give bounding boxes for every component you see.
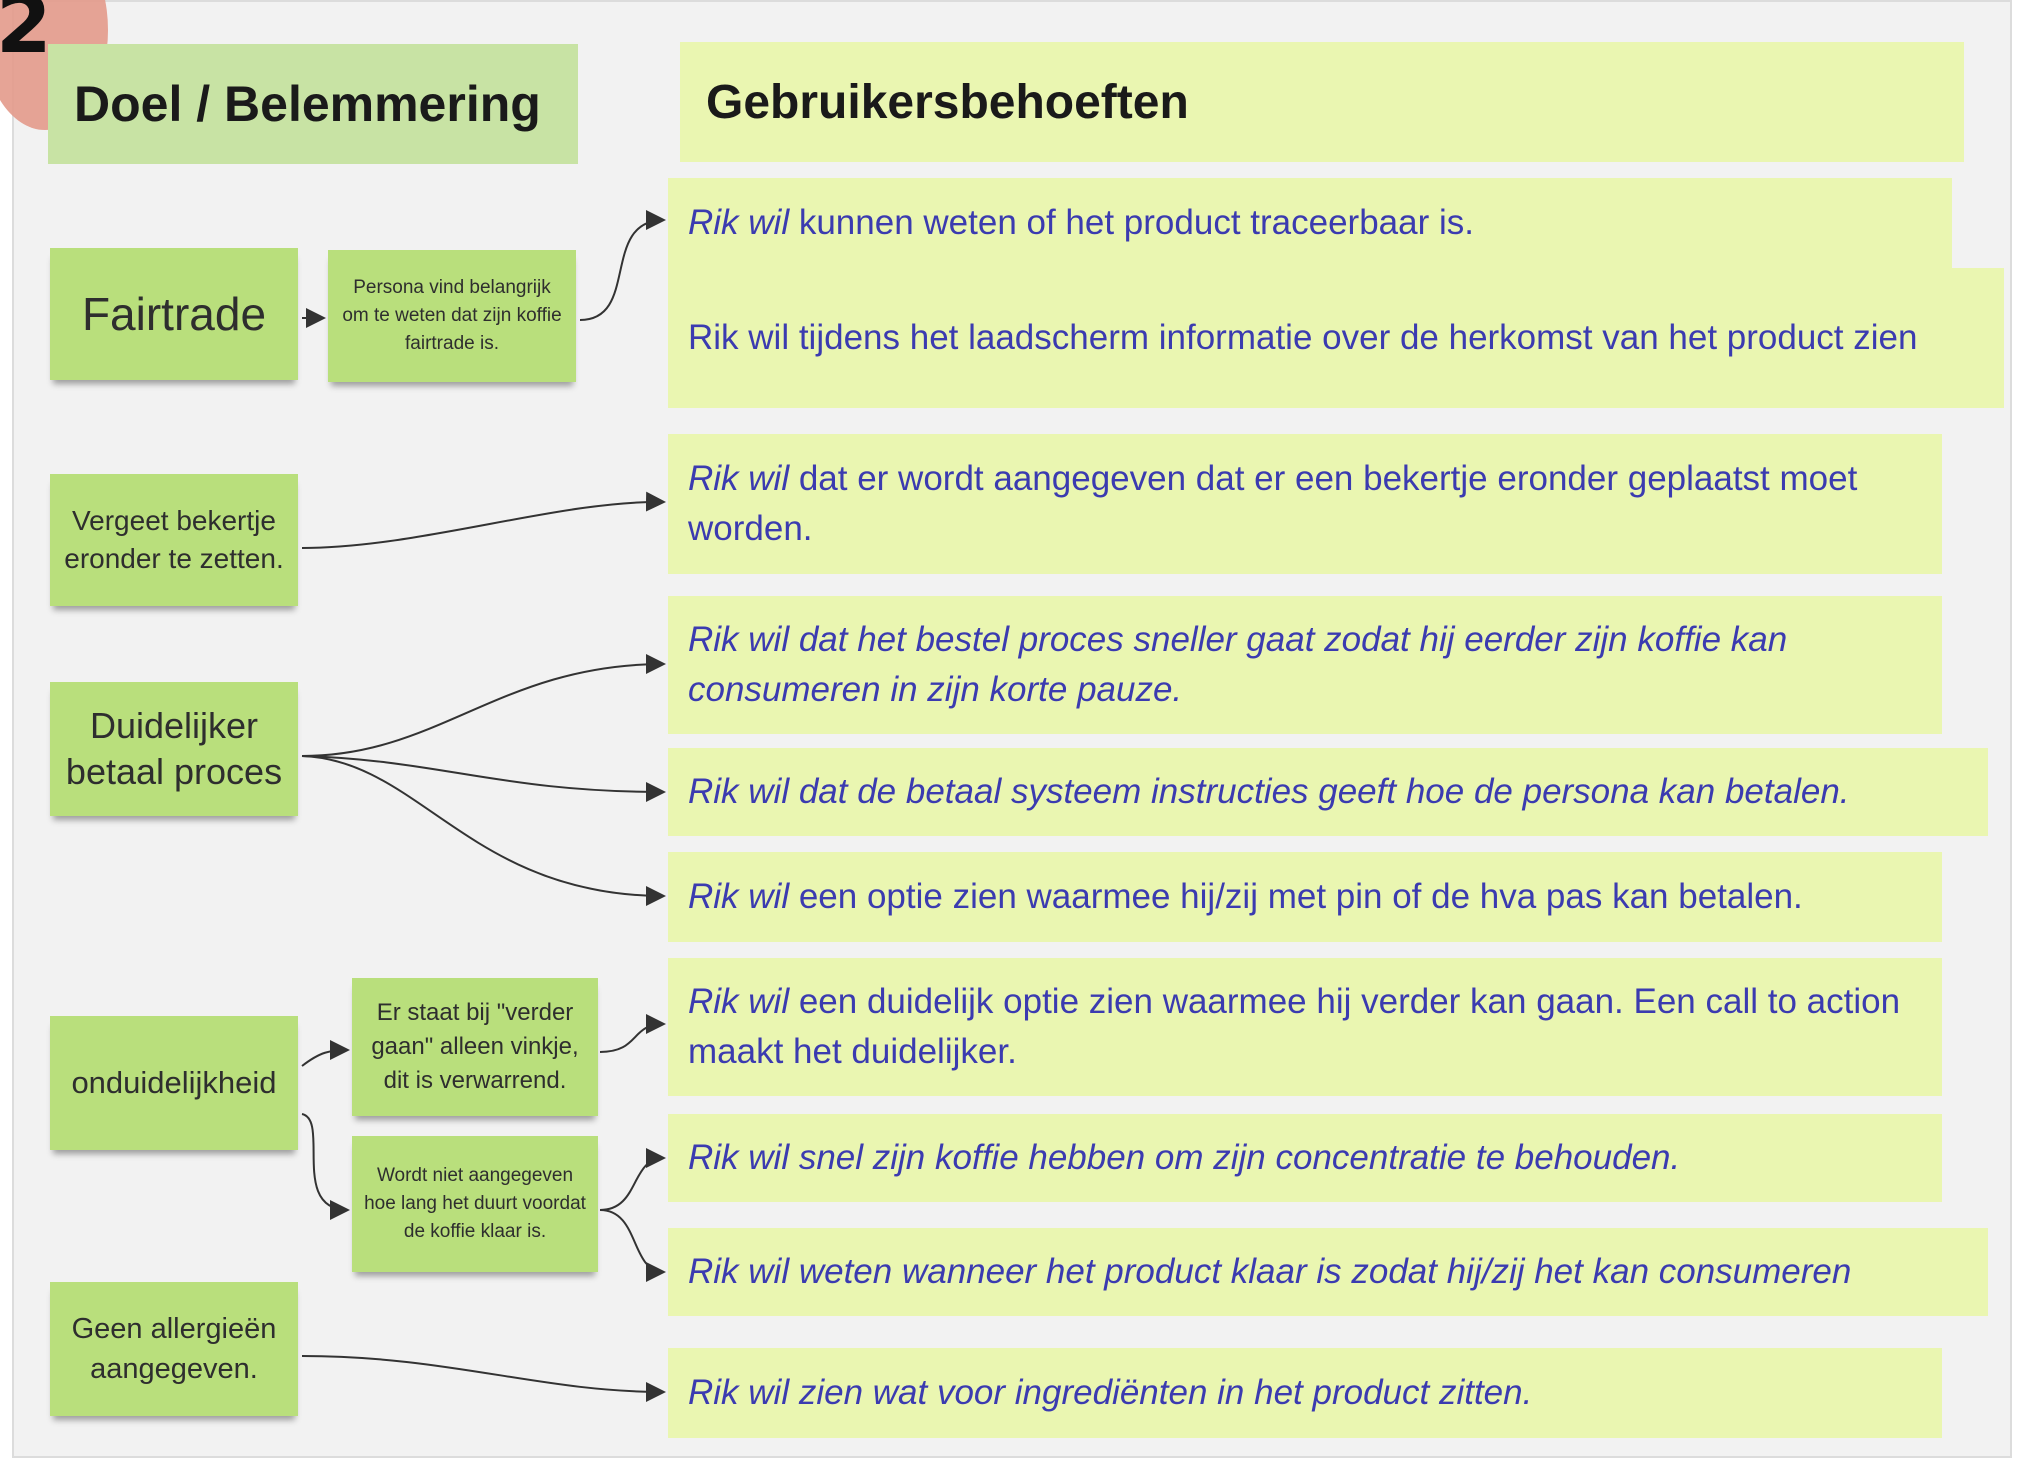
need-sneller-bestellen-text: Rik wil dat het bestel proces sneller ga… (688, 620, 1788, 709)
note-persona-fairtrade-text: Persona vind belangrijk om te weten dat … (342, 277, 562, 354)
need-herkomst-laadscherm[interactable]: Rik wil tijdens het laadscherm informati… (668, 268, 2004, 408)
need-bekertje-aangeven[interactable]: Rik wil dat er wordt aangegeven dat er e… (668, 434, 1942, 574)
goal-onduidelijkheid[interactable]: onduidelijkheid (50, 1016, 298, 1150)
need-bekertje-aangeven-text: Rik wil dat er wordt aangegeven dat er e… (688, 459, 1858, 548)
need-klaar-tijd[interactable]: Rik wil weten wanneer het product klaar … (668, 1228, 1988, 1316)
need-sneller-bestellen[interactable]: Rik wil dat het bestel proces sneller ga… (668, 596, 1942, 734)
goal-bekertje[interactable]: Vergeet bekertje eronder te zetten. (50, 474, 298, 606)
link-onduidelijk-wachttijd (301, 1113, 350, 1220)
need-betaal-instructies[interactable]: Rik wil dat de betaal systeem instructie… (668, 748, 1988, 836)
link-betaal-pin (301, 755, 666, 906)
need-klaar-tijd-text: Rik wil weten wanneer het product klaar … (688, 1252, 1852, 1291)
link-allergie-ingredienten (301, 1355, 666, 1402)
link-persona-traceerbaar (579, 210, 666, 321)
need-ingredienten[interactable]: Rik wil zien wat voor ingrediënten in he… (668, 1348, 1942, 1438)
link-betaal-sneller (301, 654, 666, 757)
need-call-to-action[interactable]: Rik wil een duidelijk optie zien waarmee… (668, 958, 1942, 1096)
goal-betaal-label: Duidelijker betaal proces (65, 705, 283, 792)
note-persona-fairtrade[interactable]: Persona vind belangrijk om te weten dat … (328, 250, 576, 382)
link-wachttijd-klaar (599, 1209, 666, 1282)
need-traceerbaar-text: Rik wil kunnen weten of het product trac… (688, 203, 1474, 242)
link-betaal-instructies (301, 755, 666, 802)
note-wachttijd-text: Wordt niet aangegeven hoe lang het duurt… (364, 1165, 586, 1242)
goal-allergie-label: Geen allergieën aangegeven. (71, 1313, 277, 1385)
note-verder-gaan-vinkje[interactable]: Er staat bij "verder gaan" alleen vinkje… (352, 978, 598, 1116)
link-wachttijd-snel (599, 1148, 666, 1211)
corner-number: 2 (0, 0, 52, 71)
note-wachttijd[interactable]: Wordt niet aangegeven hoe lang het duurt… (352, 1136, 598, 1272)
header-gebruikersbehoeften[interactable]: Gebruikersbehoeften (680, 42, 1964, 162)
need-call-to-action-text: Rik wil een duidelijk optie zien waarmee… (688, 982, 1901, 1071)
need-pin-hva-pas-text: Rik wil een optie zien waarmee hij/zij m… (688, 877, 1803, 916)
goal-fairtrade-label: Fairtrade (81, 288, 267, 340)
link-bekertje-need (301, 491, 666, 549)
need-traceerbaar[interactable]: Rik wil kunnen weten of het product trac… (668, 178, 1952, 268)
goal-onduidelijkheid-label: onduidelijkheid (71, 1065, 277, 1100)
link-onduidelijk-vinkje (301, 1040, 350, 1067)
need-betaal-instructies-text: Rik wil dat de betaal systeem instructie… (688, 772, 1850, 811)
goal-allergie[interactable]: Geen allergieën aangegeven. (50, 1282, 298, 1416)
goal-bekertje-label: Vergeet bekertje eronder te zetten. (64, 505, 284, 574)
need-snel-koffie[interactable]: Rik wil snel zijn koffie hebben om zijn … (668, 1114, 1942, 1202)
need-pin-hva-pas[interactable]: Rik wil een optie zien waarmee hij/zij m… (668, 852, 1942, 942)
need-snel-koffie-text: Rik wil snel zijn koffie hebben om zijn … (688, 1138, 1681, 1177)
goal-fairtrade[interactable]: Fairtrade (50, 248, 298, 380)
link-vinkje-cta (599, 1014, 666, 1053)
header-doel-belemmering[interactable]: Doel / Belemmering (48, 44, 578, 164)
need-ingredienten-text: Rik wil zien wat voor ingrediënten in he… (688, 1373, 1533, 1412)
note-verder-gaan-vinkje-text: Er staat bij "verder gaan" alleen vinkje… (371, 999, 579, 1094)
goal-betaal[interactable]: Duidelijker betaal proces (50, 682, 298, 816)
need-herkomst-laadscherm-text: Rik wil tijdens het laadscherm informati… (688, 318, 1918, 357)
